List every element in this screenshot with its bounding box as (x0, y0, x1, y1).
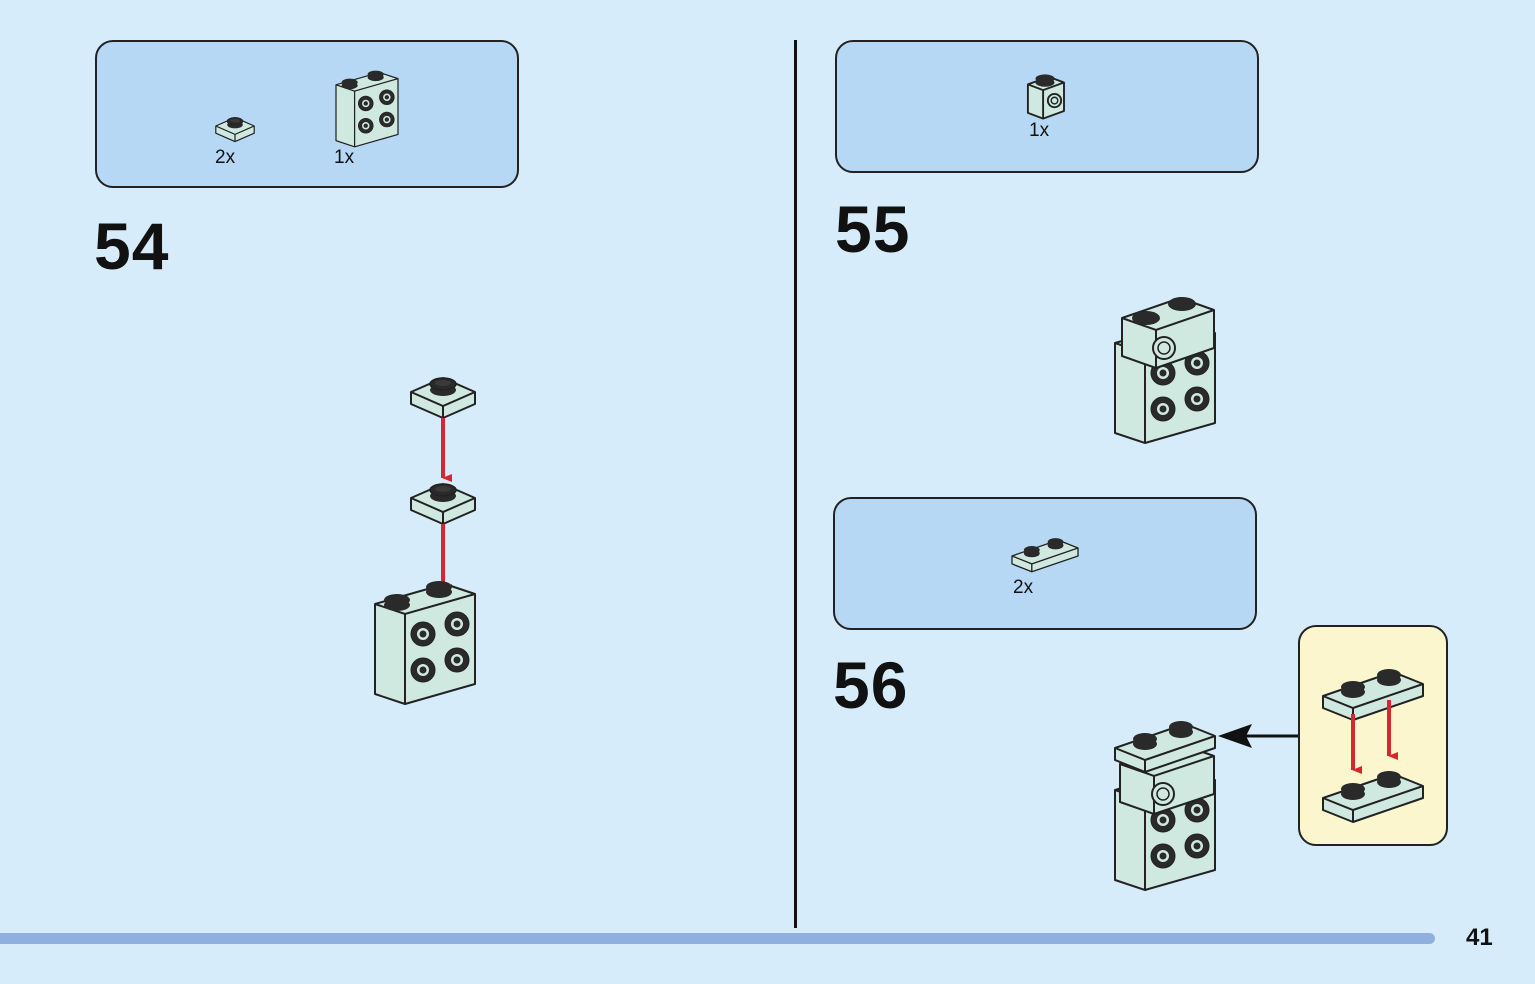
part-qty-plate-1x2: 2x (1013, 577, 1034, 598)
part-qty-bracket: 1x (334, 147, 355, 168)
step-number-55: 55 (835, 192, 911, 266)
assembly-plate-top (410, 377, 476, 419)
page-divider (794, 40, 797, 928)
part-qty-stud-brick: 1x (1029, 120, 1050, 141)
callout-plate-bottom (1322, 770, 1424, 823)
assembly-bracket-brick (374, 580, 476, 705)
callout-plate-top (1322, 668, 1424, 721)
assembly-step-55 (1114, 297, 1216, 444)
page-number: 41 (1466, 924, 1493, 951)
part-icon-plate-1x2 (1011, 537, 1079, 573)
assembly-plate-middle (410, 483, 476, 525)
parts-box-step-54 (95, 40, 519, 188)
step-number-56: 56 (833, 648, 909, 722)
step-number-54: 54 (94, 209, 170, 283)
arrow-left-icon (1218, 724, 1252, 748)
part-icon-bracket-brick (335, 69, 399, 148)
progress-bar (0, 933, 1435, 944)
part-qty-plate: 2x (215, 147, 236, 168)
assembly-step-56 (1114, 720, 1216, 891)
part-icon-stud-brick (1026, 73, 1065, 120)
part-icon-plate-1x1 (215, 116, 255, 143)
